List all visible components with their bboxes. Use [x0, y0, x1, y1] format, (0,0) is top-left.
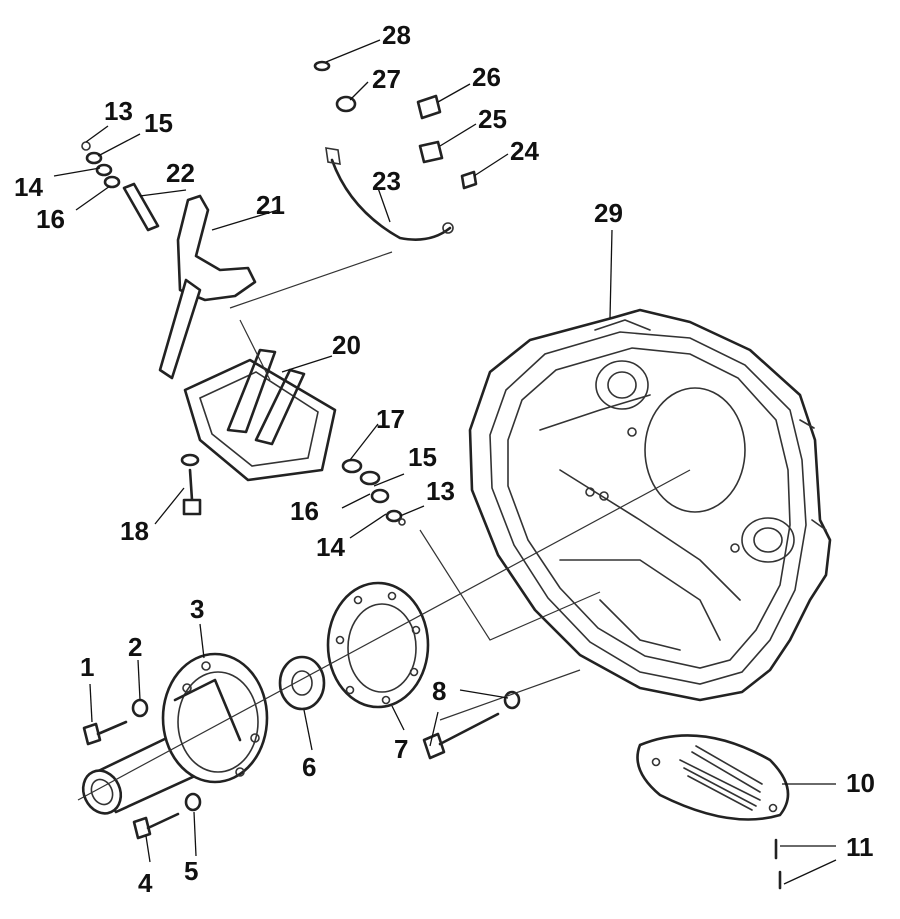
callout-14-upper: 14 — [14, 172, 43, 202]
callout-18: 18 — [120, 516, 149, 546]
callout-1: 1 — [80, 652, 94, 682]
callout-2: 2 — [128, 632, 142, 662]
callout-13-upper: 13 — [104, 96, 133, 126]
callout-5: 5 — [184, 856, 198, 886]
washer-2 — [131, 698, 149, 718]
cover-plate-10 — [636, 734, 790, 821]
shift-fork-21 — [158, 194, 257, 380]
screw-11 — [774, 838, 782, 890]
leader-lines — [53, 39, 837, 885]
callout-7: 7 — [394, 734, 408, 764]
callout-16-middle: 16 — [290, 496, 319, 526]
bell-housing — [468, 308, 832, 702]
seal-6 — [278, 655, 326, 711]
callout-17: 17 — [376, 404, 405, 434]
callout-11: 11 — [846, 832, 874, 862]
bolt-18 — [180, 453, 202, 516]
callout-22: 22 — [166, 158, 195, 188]
callout-4: 4 — [138, 868, 153, 898]
callout-14-middle: 14 — [316, 532, 345, 562]
pin-22 — [122, 182, 160, 232]
callout-28: 28 — [382, 20, 411, 50]
gasket-7 — [326, 581, 430, 709]
fork-housing-20 — [183, 348, 337, 482]
washer-5 — [184, 792, 202, 812]
callout-21: 21 — [256, 190, 285, 220]
callout-15-upper: 15 — [144, 108, 173, 138]
parts-24-28 — [313, 60, 478, 190]
upper-small-parts — [81, 141, 121, 189]
callout-10: 10 — [846, 768, 875, 798]
callout-labels: 1 2 3 4 5 6 7 8 10 11 13 13 14 14 15 15 … — [14, 20, 875, 898]
cable-23 — [325, 147, 454, 241]
callout-16-upper: 16 — [36, 204, 65, 234]
callout-26: 26 — [472, 62, 501, 92]
callout-13-middle: 13 — [426, 476, 455, 506]
callout-24: 24 — [510, 136, 539, 166]
callout-27: 27 — [372, 64, 401, 94]
input-shaft-flange — [81, 652, 269, 815]
callout-15-middle: 15 — [408, 442, 437, 472]
callout-29: 29 — [594, 198, 623, 228]
callout-20: 20 — [332, 330, 361, 360]
callout-3: 3 — [190, 594, 204, 624]
callout-8: 8 — [432, 676, 446, 706]
assembly-axes — [77, 251, 691, 801]
middle-small-parts — [341, 458, 406, 526]
callout-6: 6 — [302, 752, 316, 782]
callout-25: 25 — [478, 104, 507, 134]
bolt-1 — [82, 720, 128, 746]
callout-23: 23 — [372, 166, 401, 196]
bolt-4 — [132, 812, 180, 840]
